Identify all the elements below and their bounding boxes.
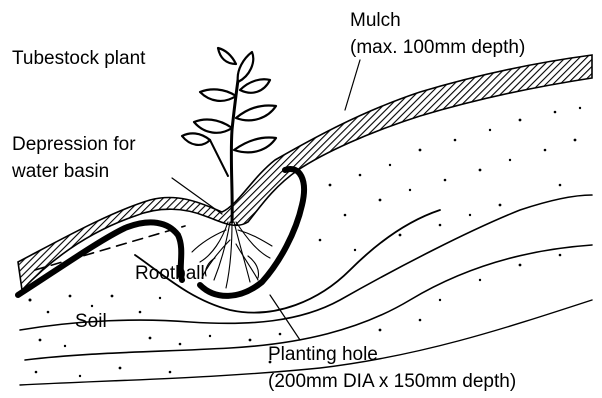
label-mulch-1: Mulch xyxy=(350,10,401,31)
label-rootball: Rootball xyxy=(135,263,205,284)
plant-leaves xyxy=(182,48,276,152)
plant-stem-branch xyxy=(210,140,228,176)
leader-hole xyxy=(270,295,300,340)
soil-line-1 xyxy=(20,195,592,330)
label-tubestock-plant: Tubestock plant xyxy=(12,48,146,69)
label-soil: Soil xyxy=(75,311,107,332)
label-planting-hole-1: Planting hole xyxy=(268,344,378,365)
label-depression-1: Depression for xyxy=(12,134,136,155)
soil-line-2 xyxy=(25,245,592,360)
label-planting-hole-2: (200mm DIA x 150mm depth) xyxy=(268,371,516,392)
label-mulch-2: (max. 100mm depth) xyxy=(350,37,525,58)
leader-mulch xyxy=(345,60,360,110)
label-depression-2: water basin xyxy=(11,161,109,182)
